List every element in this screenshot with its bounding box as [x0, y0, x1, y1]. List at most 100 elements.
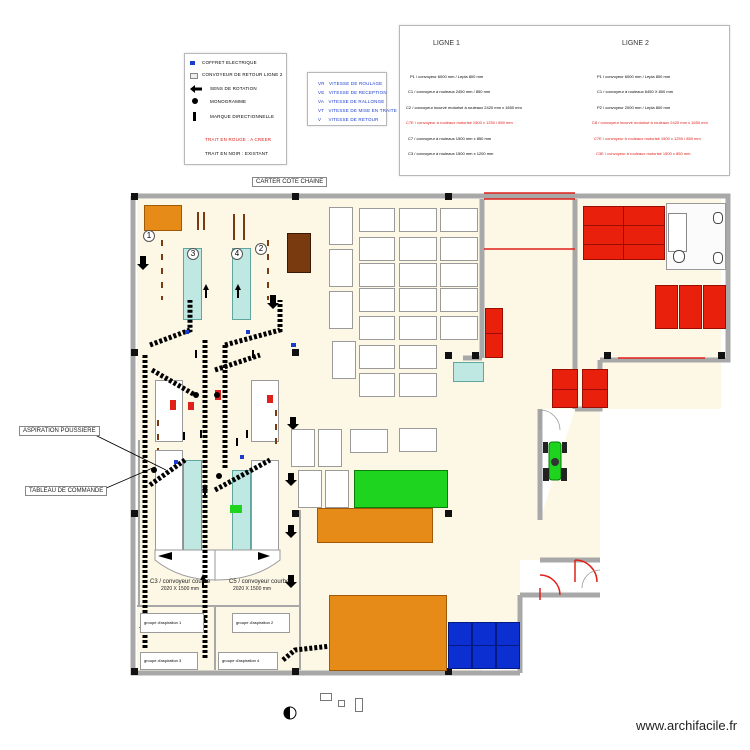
pallet	[329, 291, 353, 329]
pallet	[350, 429, 388, 453]
orange-zone-large	[329, 595, 447, 671]
pallet	[440, 316, 478, 340]
legend-red-line-text: TRAIT EN ROUGE : A CREER	[205, 137, 272, 142]
legend-label: SENS DE ROTATION	[210, 86, 257, 91]
pallet	[399, 373, 437, 397]
machine-bay	[251, 460, 279, 552]
pillar	[472, 352, 479, 359]
ligne2-item: C8 / convoyeur incurvé motorisé à roulea…	[592, 120, 708, 125]
pillar	[445, 510, 452, 517]
red-block	[679, 285, 702, 329]
pallet	[329, 249, 353, 287]
red-block	[582, 389, 608, 408]
aspiration-group: groupe d'aspiration 1	[140, 613, 204, 633]
arrow-left-icon	[190, 85, 202, 93]
speed-code: VR	[318, 81, 325, 86]
speed-label: VITESSE DE ROULAGE	[329, 81, 383, 86]
blue-block	[448, 645, 472, 669]
legend-label: MARQUE DIRECTIONNELLE	[210, 114, 275, 119]
speed-row: VT VITESSE DE MISE EN TRAITE	[318, 108, 397, 113]
brown-machine	[287, 233, 311, 273]
aspiration-label: groupe d'aspiration 3	[144, 658, 182, 663]
blue-block	[496, 622, 520, 646]
pallet	[359, 316, 395, 340]
pallet	[399, 428, 437, 452]
blue-block	[472, 645, 496, 669]
lines-panel: LIGNE 1 LIGNE 2 P1 / convoyeur 6000 mm /…	[399, 25, 730, 176]
pallet	[318, 429, 342, 467]
legend-label: MONOGRAMME	[210, 99, 247, 104]
legend-black-line-text: TRAIT EN NOIR : EXISTANT	[205, 151, 269, 156]
legend-label: COFFRET ELECTRIQUE	[202, 60, 257, 65]
red-block	[583, 225, 625, 246]
red-block	[583, 244, 625, 260]
orange-zone-mid	[317, 508, 433, 543]
blue-block	[472, 622, 496, 646]
speed-legend-panel: VR VITESSE DE ROULAGE VE VITESSE DE RECE…	[307, 72, 397, 126]
carter-label: CARTER COTE CHAINE	[252, 177, 328, 187]
teal-bench	[453, 362, 484, 382]
pillar	[292, 193, 299, 200]
orange-box-top-left	[144, 205, 182, 231]
ligne1-item: P1 / convoyeur 6000 mm / Lepla 800 mm	[410, 74, 484, 79]
red-block	[583, 206, 625, 227]
compass-icon	[283, 706, 297, 720]
ligne2-item: C3E / convoyeur à rouleaux motorisé 1500…	[596, 151, 691, 156]
ligne1-item: C3 / convoyeur à rouleaux 1500 mm x 1200…	[408, 151, 494, 156]
conveyor-dims: 2020 X 1500 mm	[161, 586, 200, 592]
pallet	[359, 208, 395, 232]
station-number: 2	[255, 243, 267, 255]
pallet	[325, 470, 349, 508]
red-block	[485, 333, 503, 358]
aspiration-group: groupe d'aspiration 3	[140, 652, 198, 670]
speed-code: VA	[318, 99, 325, 104]
ligne2-item: C7E / convoyeur à rouleaux motorisé 1500…	[594, 136, 701, 141]
red-block	[623, 244, 665, 260]
speed-code: VT	[318, 108, 325, 113]
speed-row: VE VITESSE DE RECEPTION	[318, 90, 387, 95]
pallet	[399, 263, 437, 287]
blue-block	[448, 622, 472, 646]
pallet	[332, 341, 356, 379]
tractor-icon	[543, 441, 567, 481]
pillar	[292, 510, 299, 517]
machine-bay	[251, 380, 279, 442]
sink-icon	[713, 252, 723, 264]
watermark: www.archifacile.fr	[636, 718, 738, 733]
pallet	[291, 429, 315, 467]
pillar	[604, 352, 611, 359]
blue-block	[496, 645, 520, 669]
ligne1-item: C7E / convoyeur à rouleaux motorisé 1500…	[406, 120, 513, 125]
legend-panel: COFFRET ELECTRIQUE CONVOYEUR DE RETOUR L…	[184, 53, 287, 165]
ligne2-item: P1 / convoyeur 6000 mm / Lepla 800 mm	[597, 74, 671, 79]
red-block	[582, 369, 608, 391]
pillar	[292, 349, 299, 356]
pallet	[399, 237, 437, 261]
speed-code: V	[318, 117, 322, 122]
pallet	[359, 373, 395, 397]
pillar	[131, 193, 138, 200]
speed-label: VITESSE DE RALLONGE	[328, 99, 385, 104]
speed-code: VE	[318, 90, 325, 95]
pillar	[718, 352, 725, 359]
aspiration-group: groupe d'aspiration 4	[218, 652, 278, 670]
pillar	[131, 510, 138, 517]
speed-label: VITESSE DE MISE EN TRAITE	[328, 108, 397, 113]
exterior-marker	[355, 698, 363, 712]
pallet	[359, 288, 395, 312]
green-zone	[354, 470, 448, 508]
pillar	[445, 668, 452, 675]
conveyor-caption: C5 / convoyeur courbe	[229, 579, 290, 585]
exterior-marker	[320, 693, 332, 701]
pallet	[399, 345, 437, 369]
station-number: 4	[231, 248, 243, 260]
ligne2-title: LIGNE 2	[622, 40, 649, 47]
ligne1-item: C2 / convoyeur incurvé motorisé à roulea…	[406, 105, 522, 110]
black-dot-icon	[192, 98, 198, 104]
aspiration-group: groupe d'aspiration 2	[232, 613, 290, 633]
red-block	[623, 225, 665, 246]
red-block	[655, 285, 678, 329]
ligne1-item: C1 / convoyeur à rouleaux 2450 mm / 850 …	[408, 89, 491, 94]
pillar	[445, 193, 452, 200]
